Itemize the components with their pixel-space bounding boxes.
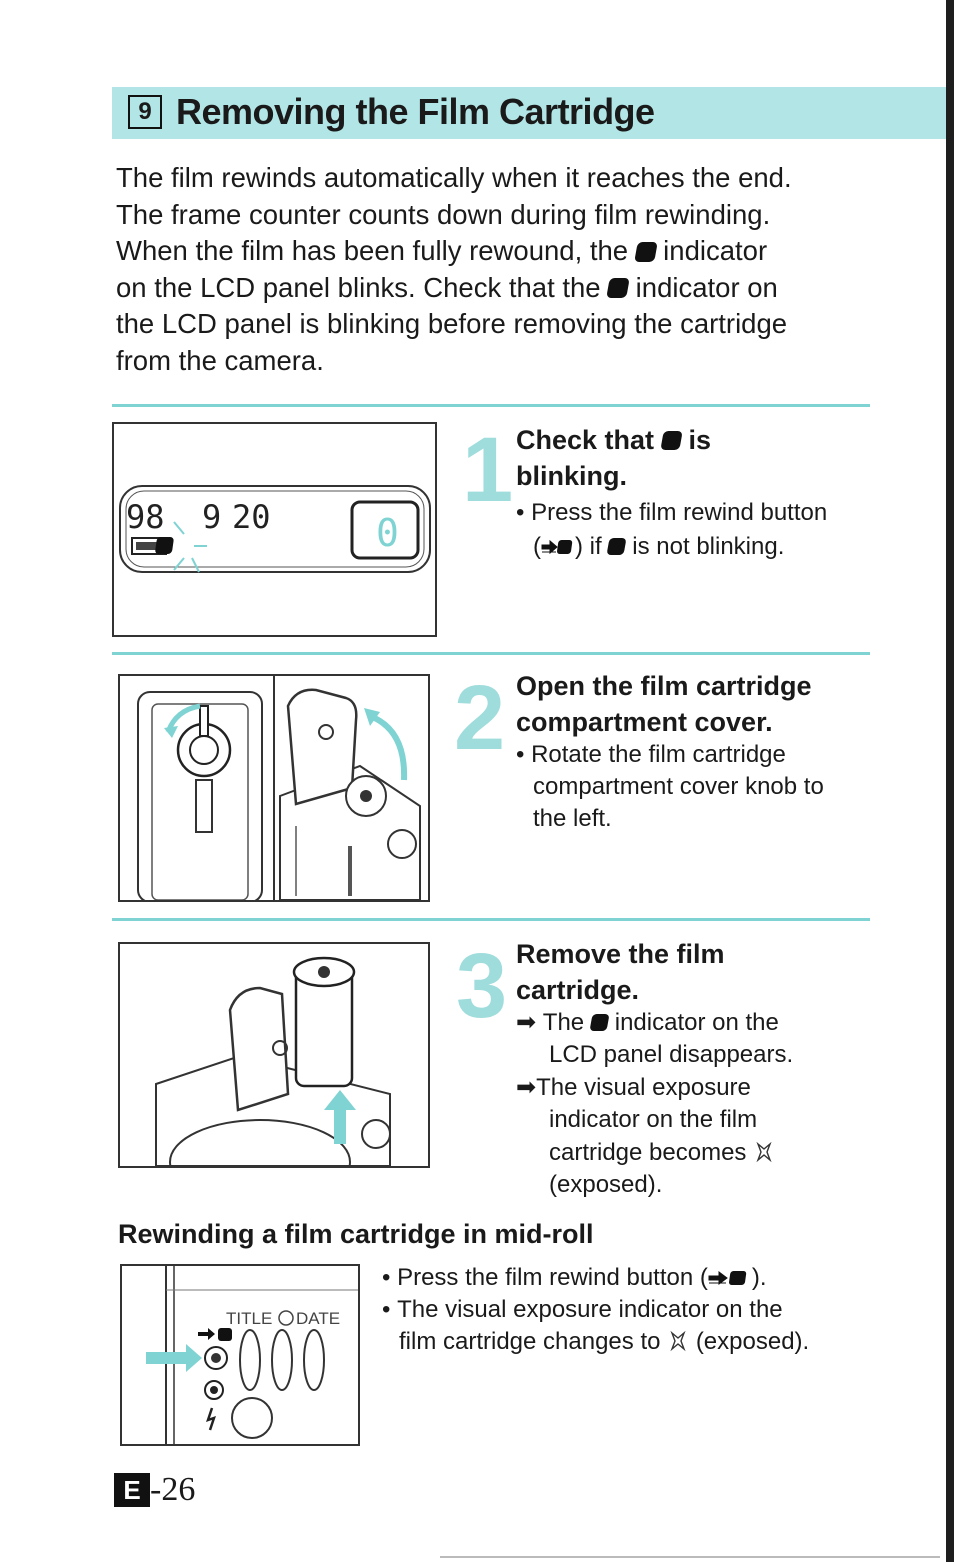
step-title-text: cartridge. (516, 975, 640, 1005)
film-cartridge-indicator-icon (659, 430, 683, 451)
section-number-box: 9 (128, 95, 162, 129)
bottom-rule (440, 1556, 940, 1558)
bullet-text: compartment cover knob to (533, 773, 824, 800)
bullet-text: (exposed). (695, 1328, 810, 1355)
step-bullet: • Press the film rewind button() if is n… (516, 499, 828, 560)
film-cartridge-indicator-icon (155, 537, 174, 554)
press-arrow-icon (146, 1344, 202, 1372)
step-number: 3 (456, 935, 508, 1037)
step-title-text: is (688, 425, 712, 455)
result-text: The visual exposure (536, 1073, 751, 1101)
rewind-button-illustration: TITLE DATE (146, 1266, 358, 1444)
exposed-mark-icon (670, 1330, 686, 1352)
bullet-item: • Press the film rewind button (). (382, 1264, 767, 1291)
result-text: LCD panel disappears. (549, 1041, 794, 1069)
bullet-text: ). (751, 1264, 767, 1291)
result-arrow-icon: ➡ (516, 1073, 537, 1101)
lcd-day: 20 (232, 498, 271, 536)
result-text: indicator on the (614, 1009, 779, 1036)
step-title-text: blinking. (516, 461, 627, 491)
film-rewind-button-icon (541, 539, 573, 555)
panel-date-label: DATE (296, 1309, 340, 1328)
intro-line: on the LCD panel blinks. Check that the (116, 271, 601, 303)
section-title: Removing the Film Cartridge (176, 91, 655, 132)
exposed-mark-icon (756, 1141, 772, 1162)
film-rewind-button-icon (708, 1271, 747, 1285)
bullet-text: is not blinking. (632, 533, 785, 560)
lcd-year: 98 (126, 498, 165, 536)
blink-rays-icon (173, 521, 207, 573)
step-title: Check that is blinking. (516, 422, 876, 494)
open-cover-illustration (137, 676, 421, 900)
result-text: The (542, 1009, 585, 1036)
section-header-band (112, 87, 946, 139)
bullet-text: Press the film rewind button ( (397, 1264, 708, 1291)
step-title-text: compartment cover. (516, 707, 773, 737)
flash-icon (206, 1407, 216, 1431)
film-rewind-button-icon (198, 1328, 232, 1341)
intro-line: indicator on (635, 271, 778, 303)
step-divider (112, 918, 870, 921)
step-title: Remove the film cartridge. (516, 936, 876, 1008)
rewind-button-figure: TITLE DATE (120, 1264, 360, 1446)
bullet-text: film cartridge changes to (399, 1328, 661, 1355)
step-title-text: Open the film cartridge (516, 671, 812, 701)
midroll-heading: Rewinding a film cartridge in mid-roll (118, 1219, 594, 1249)
bullet-text: Rotate the film cartridge (531, 741, 786, 768)
intro-line: from the camera. (116, 344, 324, 376)
intro-line: When the film has been fully rewound, th… (116, 235, 629, 267)
step-divider (112, 652, 870, 655)
page-letter-box: E (114, 1473, 150, 1507)
result-text: (exposed). (549, 1171, 663, 1199)
page-edge (946, 0, 954, 1562)
open-cover-figure (118, 674, 430, 902)
result-text: indicator on the film (549, 1106, 758, 1134)
remove-cartridge-figure (118, 942, 430, 1168)
result-text: cartridge becomes (549, 1138, 747, 1166)
step-title-text: Check that (516, 425, 655, 455)
page-number-text: -26 (150, 1471, 196, 1508)
film-cartridge-indicator-icon (589, 1013, 610, 1032)
panel-title-label: TITLE (226, 1309, 272, 1328)
eye-icon (204, 1380, 224, 1400)
intro-line: indicator (663, 235, 768, 267)
step-divider (112, 404, 870, 407)
step-number: 1 (462, 419, 514, 521)
result-arrow-icon: ➡ (516, 1009, 537, 1036)
film-cartridge-indicator-icon (633, 241, 658, 262)
intro-line: The frame counter counts down during fil… (116, 198, 771, 230)
intro-paragraph: The film rewinds automatically when it r… (116, 160, 886, 380)
midroll-bullets: • Press the film rewind button (). • The… (382, 1262, 882, 1358)
lcd-panel-illustration: 98 9 20 0 (119, 485, 431, 573)
film-cartridge-indicator-icon (606, 278, 630, 299)
clock-icon (278, 1310, 294, 1326)
bullet-text: if (589, 533, 602, 560)
page-number: E-26 (114, 1470, 195, 1510)
bullet-text: the left. (533, 805, 612, 832)
remove-cartridge-illustration (155, 956, 391, 1166)
intro-line: The film rewinds automatically when it r… (116, 162, 792, 193)
step-number: 2 (454, 667, 506, 769)
lcd-panel-figure: 98 9 20 0 (112, 422, 437, 637)
bullet-text: Press the film rewind button (531, 499, 828, 526)
intro-line: the LCD panel is blinking before removin… (116, 308, 788, 340)
result-item: ➡The visual exposure indicator on the fil… (516, 1072, 876, 1202)
step-title-text: Remove the film (516, 939, 725, 969)
lcd-frame-counter: 0 (376, 511, 399, 555)
film-cartridge-indicator-icon (606, 537, 628, 556)
lcd-month: 9 (202, 498, 221, 536)
step-title: Open the film cartridge compartment cove… (516, 668, 876, 740)
bullet-text: The visual exposure indicator on the (397, 1296, 783, 1323)
